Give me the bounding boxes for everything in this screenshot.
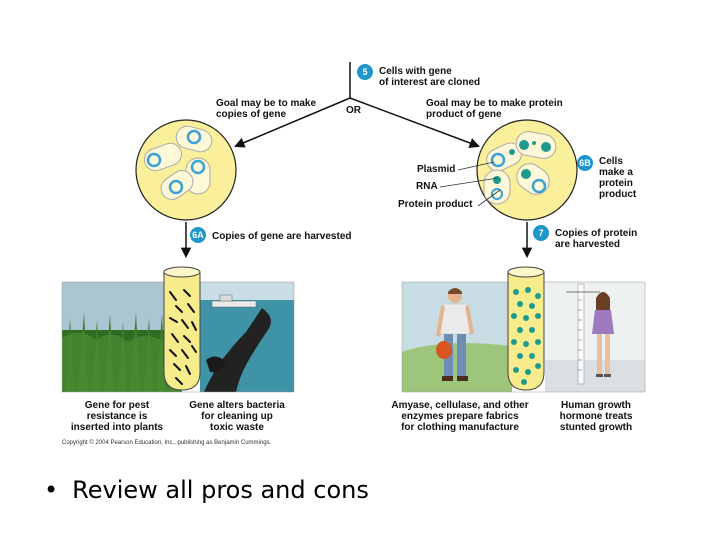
pointer-lines: [439, 161, 501, 207]
protein-product-label: Protein product: [398, 199, 473, 210]
left-cell-culture: [135, 119, 237, 221]
rna-label: RNA: [416, 181, 438, 192]
oil-slick: [204, 308, 271, 392]
gene-copies: [169, 289, 197, 385]
step-7-badge: 7: [533, 225, 549, 241]
step-5-badge: 5: [357, 64, 373, 80]
bacterium-2: [175, 125, 213, 153]
branch-arrows: [180, 62, 533, 259]
ship: [211, 294, 257, 308]
growth-caption: Human growth hormone treats stunted grow…: [559, 400, 633, 433]
step-5-label: Cells with gene of interest are cloned: [379, 66, 481, 88]
step-6a-badge: 6A: [190, 227, 206, 243]
corn-field: [62, 312, 182, 392]
protein-copies: [511, 287, 541, 385]
bullet-text: Review all pros and cons: [72, 476, 369, 504]
bacterium-8: [483, 169, 511, 205]
step-6b-badge: 6B: [577, 155, 593, 171]
goal-left-label: Goal may be to make copies of gene: [216, 98, 317, 120]
bacterium-4: [160, 170, 194, 200]
girl-figure: [592, 292, 614, 377]
step-6a-label: Copies of gene are harvested: [212, 231, 352, 242]
pest-caption: Gene for pest resistance is inserted int…: [70, 400, 164, 433]
man-figure: [436, 288, 474, 381]
enzymes-caption: Amyase, cellulase, and other enzymes pre…: [391, 400, 529, 433]
left-test-tube: [163, 266, 201, 391]
copyright-notice: Copyright © 2004 Pearson Education, Inc.…: [62, 440, 272, 446]
right-test-tube: [507, 266, 545, 391]
right-photo-scene: [401, 281, 646, 393]
bullet-dot-icon: •: [44, 476, 59, 504]
growth-ruler: [566, 283, 600, 385]
bullet-item: • Review all pros and cons: [44, 476, 369, 504]
left-photo-scene: [61, 281, 295, 393]
fabric-hat: [436, 341, 452, 359]
plasmid-label: Plasmid: [417, 164, 456, 175]
bacterium-1: [143, 142, 183, 172]
bacterium-7: [516, 163, 550, 195]
bacterium-6: [515, 131, 557, 159]
goal-right-label: Goal may be to make protein product of g…: [426, 98, 563, 120]
step-6b-label: Cells make a protein product: [599, 156, 637, 200]
right-cell-culture: [439, 119, 578, 221]
or-label: OR: [346, 105, 361, 116]
bacteria-caption: Gene alters bacteria for cleaning up tox…: [189, 400, 285, 433]
step-7-label: Copies of protein are harvested: [555, 228, 638, 250]
